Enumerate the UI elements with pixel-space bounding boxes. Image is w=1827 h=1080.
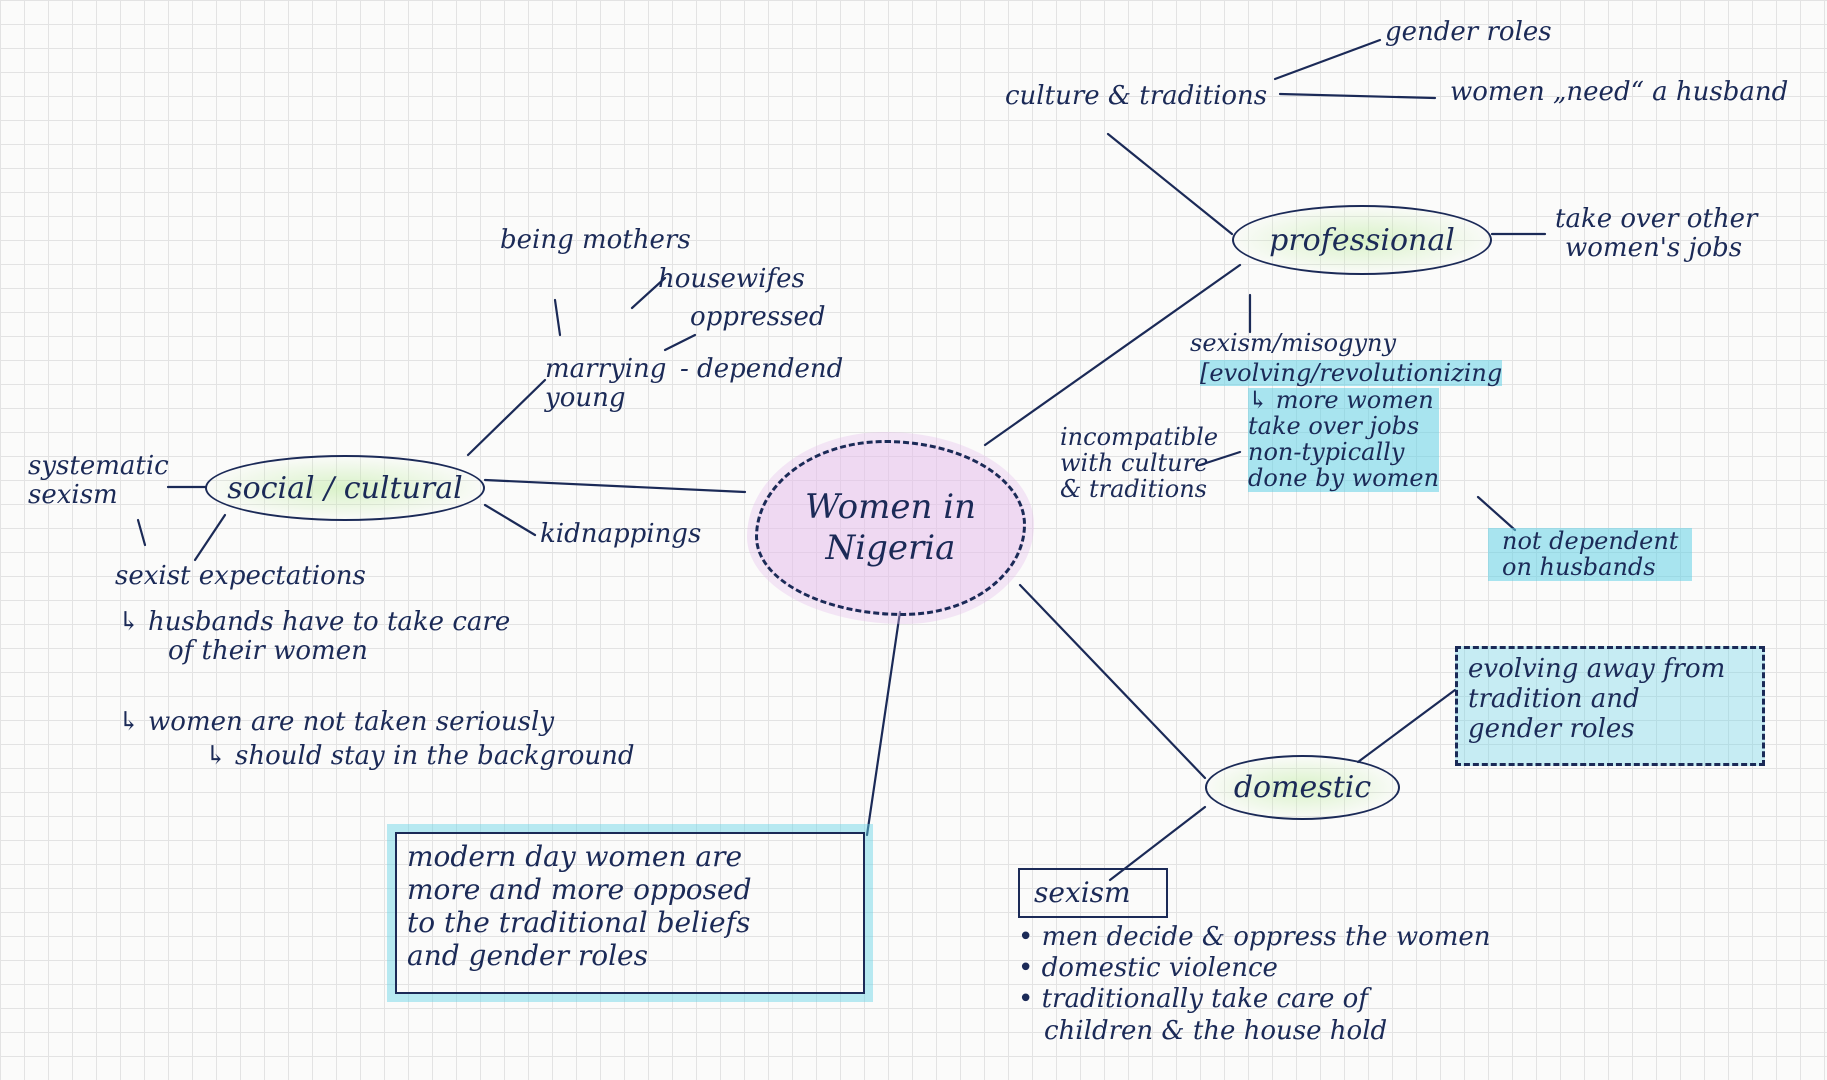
- kidnappings-text: kidnappings: [540, 519, 702, 549]
- more-women-line-1: ↳ more women: [1248, 386, 1434, 414]
- sexism-box-label: sexism: [1034, 876, 1131, 909]
- expectation-1-line-2: of their women: [168, 635, 368, 666]
- not-dependent-text: not dependent on husbands: [1488, 527, 1693, 582]
- expectation-husbands-text: ↳ husbands have to take care of their wo…: [118, 608, 510, 665]
- node-domestic: domestic: [1205, 755, 1400, 820]
- bullet-children-household: children & the house hold: [1044, 1015, 1388, 1046]
- incompatible-line-2: with culture: [1060, 448, 1209, 477]
- marrying-line: marrying: [545, 354, 667, 384]
- evolving-away-line-1: evolving away from: [1468, 654, 1726, 684]
- link-center-professional: [983, 263, 1242, 447]
- expectation-1-line-1: ↳ husbands have to take care: [118, 607, 511, 637]
- center-line-1: Women in: [805, 487, 976, 528]
- sexism-misogyny-text: sexism/misogyny: [1190, 329, 1397, 357]
- more-women-text: ↳ more women take over jobs non-typicall…: [1248, 386, 1440, 492]
- evolving-away-line-2: tradition and: [1468, 683, 1640, 714]
- expectation-background-text: ↳ should stay in the background: [205, 741, 635, 771]
- link-culture-husband: [1278, 92, 1437, 100]
- link-culture-gender: [1273, 38, 1382, 81]
- link-domestic-evolving: [1356, 688, 1457, 764]
- link-marrying-oppressed: [663, 333, 697, 352]
- link-social-marrying: [466, 378, 547, 457]
- center-node-women-in-nigeria: Women in Nigeria: [755, 440, 1026, 616]
- link-center-domestic: [1018, 583, 1207, 780]
- link-center-social: [483, 478, 747, 494]
- domestic-bullets: • men decide & oppress the women • domes…: [1018, 922, 1491, 1047]
- systematic-sexism-text: systematic sexism: [28, 452, 169, 509]
- more-women-line-2: take over jobs: [1248, 411, 1420, 440]
- culture-traditions-text: culture & traditions: [1005, 81, 1268, 111]
- link-center-modern: [865, 610, 902, 837]
- more-women-line-4: done by women: [1248, 463, 1440, 492]
- link-social-expectations: [193, 513, 227, 562]
- node-social-cultural: social / cultural: [205, 455, 485, 521]
- expectation-serious-text: ↳ women are not taken seriously: [118, 707, 555, 737]
- bullet-take-care: • traditionally take care of: [1018, 984, 1368, 1015]
- evolving-away-box: evolving away from tradition and gender …: [1455, 646, 1765, 766]
- modern-line-2: more and more opposed: [407, 873, 752, 907]
- take-over-line-2: women's jobs: [1565, 232, 1743, 263]
- housewifes-text: housewifes: [658, 264, 805, 294]
- being-mothers-text: being mothers: [500, 225, 691, 255]
- node-professional-label: professional: [1269, 222, 1455, 258]
- marrying-young-text: marrying young: [545, 355, 666, 412]
- bullet-domestic-violence: • domestic violence: [1018, 953, 1278, 984]
- incompatible-line-3: & traditions: [1060, 474, 1207, 503]
- not-dependent-line-1: not dependent: [1502, 527, 1679, 555]
- women-need-husband-text: women „need“ a husband: [1450, 77, 1789, 107]
- incompatible-text: incompatible with culture & traditions: [1060, 423, 1219, 503]
- bullet-men-decide: • men decide & oppress the women: [1018, 922, 1491, 952]
- link-professional-culture: [1106, 132, 1234, 236]
- link-domestic-sexism: [1108, 805, 1207, 882]
- node-social-label: social / cultural: [227, 470, 463, 506]
- link-marrying-mothers: [553, 298, 562, 337]
- evolving-revolutionizing-text: [evolving/revolutionizing: [1200, 359, 1503, 387]
- evolving-away-line-3: gender roles: [1468, 713, 1635, 744]
- incompatible-line-1: incompatible: [1060, 423, 1219, 451]
- sexism-box: sexism: [1018, 868, 1168, 918]
- link-social-kidnappings: [483, 503, 537, 537]
- modern-line-3: to the traditional beliefs: [407, 906, 751, 940]
- link-marrying-housewifes: [630, 276, 667, 310]
- modern-line-1: modern day women are: [407, 840, 743, 873]
- systematic-line: systematic: [28, 451, 169, 481]
- take-over-line-1: take over other: [1555, 204, 1758, 234]
- not-dependent-line-2: on husbands: [1502, 553, 1656, 582]
- more-women-line-3: non-typically: [1248, 437, 1405, 466]
- link-incompatible: [1198, 450, 1242, 467]
- link-systematic-down: [136, 518, 147, 547]
- take-over-jobs-text: take over other women's jobs: [1555, 205, 1757, 262]
- oppressed-text: oppressed: [690, 302, 826, 332]
- node-professional: professional: [1232, 205, 1492, 275]
- modern-line-4: and gender roles: [407, 939, 648, 973]
- dependend-text: - dependend: [680, 354, 844, 384]
- gender-roles-text: gender roles: [1385, 17, 1552, 47]
- sexism-line: sexism: [28, 479, 118, 510]
- young-line: young: [545, 382, 626, 413]
- modern-day-women-box: modern day women are more and more oppos…: [395, 832, 865, 994]
- link-notdependent: [1476, 495, 1517, 532]
- node-domestic-label: domestic: [1233, 770, 1372, 805]
- center-line-2: Nigeria: [825, 528, 956, 568]
- sexist-expectations-text: sexist expectations: [115, 561, 366, 591]
